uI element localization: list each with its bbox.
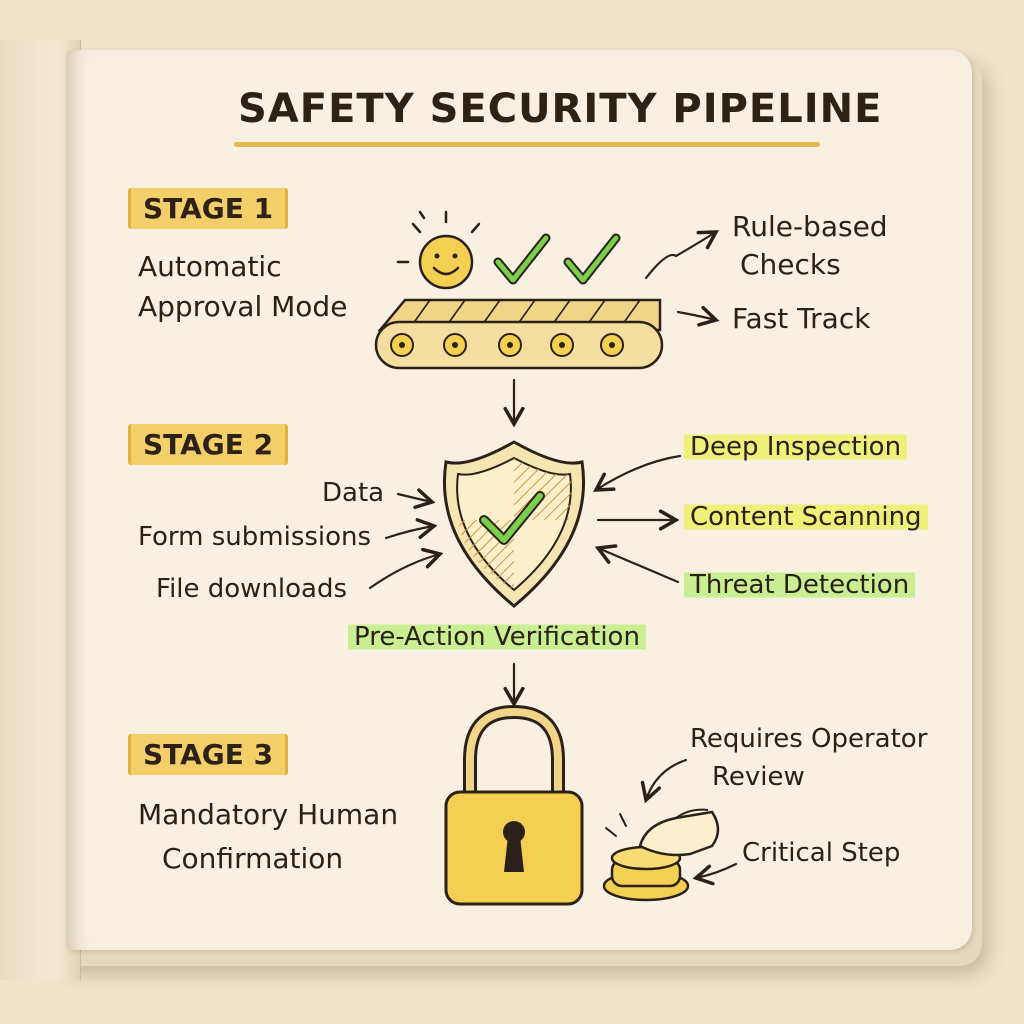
arrow-icon: [640, 758, 738, 886]
padlock-icon: [444, 704, 584, 906]
shield-check-icon: [442, 440, 586, 608]
critical-step-label: Critical Step: [742, 838, 901, 868]
stage-1-badge: STAGE 1: [128, 188, 289, 229]
page-title: SAFETY SECURITY PIPELINE: [238, 86, 883, 132]
operator-review-label-line2: Review: [712, 762, 805, 792]
check-icon: [493, 233, 551, 285]
stage-3-title-line1: Mandatory Human: [138, 798, 399, 831]
deep-inspection-label: Deep Inspection: [684, 432, 908, 462]
input-label-form-submissions: Form submissions: [138, 522, 372, 552]
rule-based-label-line2: Checks: [740, 248, 841, 281]
operator-review-label-line1: Requires Operator: [690, 724, 928, 754]
pre-action-verification-label: Pre-Action Verification: [348, 622, 646, 652]
check-icon: [563, 233, 621, 285]
fast-track-label: Fast Track: [732, 302, 871, 335]
stage-1-title-line2: Approval Mode: [138, 290, 348, 323]
arrow-icon: [368, 454, 682, 708]
smiley-sun-icon: [396, 210, 481, 290]
threat-detection-label: Threat Detection: [684, 570, 916, 600]
hand-pressing-button-icon: [602, 808, 720, 902]
stage-1-title-line1: Automatic: [138, 250, 282, 283]
rule-based-label-line1: Rule-based: [732, 210, 888, 243]
stage-3-badge: STAGE 3: [128, 734, 289, 775]
stage-2-badge: STAGE 2: [128, 424, 289, 465]
input-label-data: Data: [322, 478, 385, 508]
title-underline: [234, 142, 820, 147]
stage-3-title-line2: Confirmation: [162, 842, 344, 875]
arrow-icon: [503, 230, 720, 428]
content-scanning-label: Content Scanning: [684, 502, 928, 532]
input-label-file-downloads: File downloads: [156, 574, 348, 604]
conveyor-belt-icon: [374, 298, 664, 370]
